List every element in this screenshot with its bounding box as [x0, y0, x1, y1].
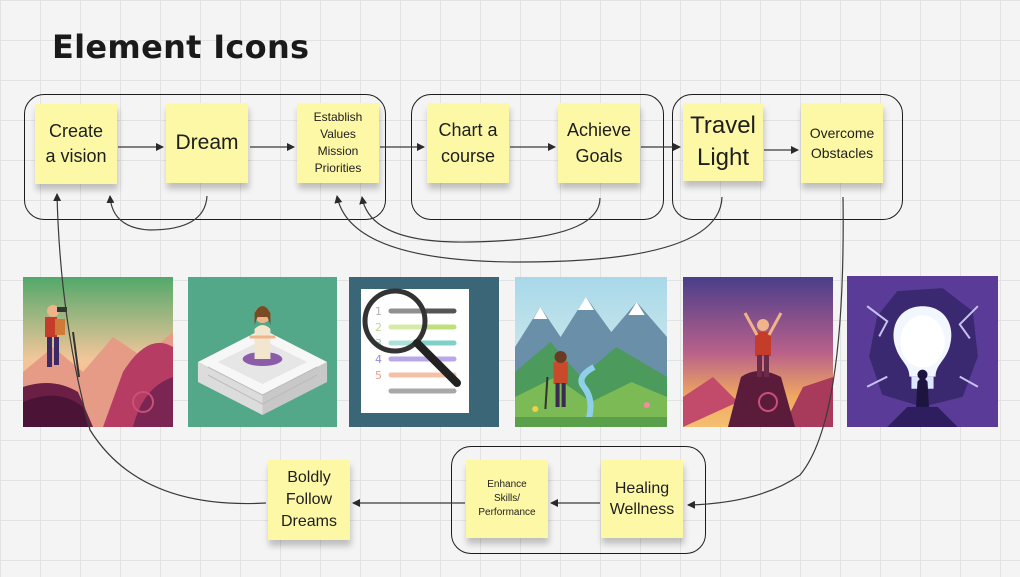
- sticky-overcome-obstacles[interactable]: Overcome Obstacles: [801, 103, 883, 183]
- sticky-healing-wellness[interactable]: Healing Wellness: [601, 460, 683, 538]
- sticky-travel-light[interactable]: Travel Light: [683, 103, 763, 181]
- svg-text:5: 5: [375, 369, 382, 382]
- sticky-establish[interactable]: Establish Values Mission Priorities: [297, 103, 379, 183]
- svg-text:1: 1: [375, 305, 382, 318]
- svg-text:2: 2: [375, 321, 382, 334]
- climber-on-summit-illustration[interactable]: [683, 277, 833, 427]
- hiker-facing-mountain-valley-illustration[interactable]: [515, 277, 667, 427]
- sticky-create-vision[interactable]: Create a vision: [35, 104, 117, 184]
- magnifier-over-checklist-illustration[interactable]: 123 45: [349, 277, 499, 427]
- figure-before-lightbulb-portal-illustration[interactable]: [847, 276, 998, 427]
- meditating-on-brick-wall-illustration[interactable]: [188, 277, 337, 427]
- sticky-enhance-skills[interactable]: Enhance Skills/ Performance: [466, 460, 548, 538]
- sticky-chart-course[interactable]: Chart a course: [427, 103, 509, 183]
- sticky-dream[interactable]: Dream: [166, 103, 248, 183]
- sticky-achieve-goals[interactable]: Achieve Goals: [558, 103, 640, 183]
- board-title: Element Icons: [52, 28, 310, 66]
- hiker-with-binoculars-illustration[interactable]: [23, 277, 173, 427]
- sticky-boldly-follow[interactable]: Boldly Follow Dreams: [268, 460, 350, 540]
- svg-text:4: 4: [375, 353, 382, 366]
